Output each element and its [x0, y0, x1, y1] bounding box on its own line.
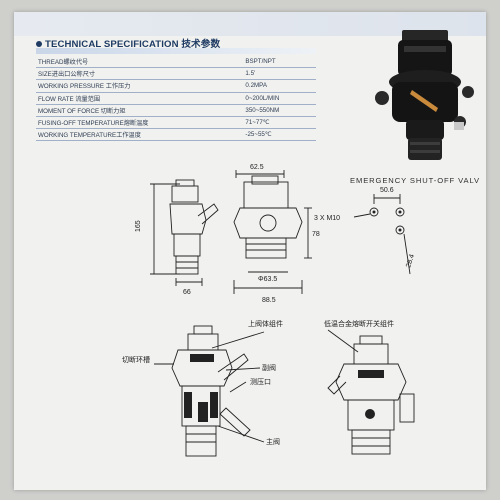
side-height-label: 165 [135, 220, 142, 232]
spec-heading-band [36, 48, 316, 54]
spec-label: FLOW RATE 流量范围 [36, 92, 234, 105]
spec-value: 71~77℃ [233, 116, 316, 130]
callout-cut-ring: 切断环槽 [122, 355, 150, 364]
spec-value: 350~550NM [233, 104, 316, 117]
spec-heading-text: TECHNICAL SPECIFICATION 技术参数 [45, 39, 221, 50]
front-width-label: 88.5 [262, 297, 276, 304]
valve-photo [375, 30, 474, 160]
spec-value: 0.2MPA [233, 79, 316, 93]
side-view-drawing: 165 66 [135, 179, 219, 296]
side-width-label: 66 [183, 289, 191, 296]
spec-value: 0~200L/MIN [233, 92, 316, 105]
valve-photo-body [375, 30, 474, 160]
bolt-pattern-drawing: 3 X M10 50.6 28.4 [314, 187, 416, 275]
callout-fuse-switch: 低温合金熔断开关组件 [324, 319, 394, 328]
photo-caption: EMERGENCY SHUT-OFF VALV [350, 176, 480, 185]
front-view-drawing: 62.5 78 Φ63.5 88.5 [233, 164, 320, 304]
section-view-drawing: 上阀体组件 切断环槽 副阀 测压口 主阀 [122, 319, 283, 457]
front-top-label: 62.5 [250, 164, 264, 171]
callout-upper-valve: 上阀体组件 [248, 319, 283, 328]
spec-label: FUSING-OFF TEMPERATURE熔断温度 [36, 116, 234, 130]
bolt-count-label: 3 X M10 [314, 215, 340, 222]
callout-main-valve: 主阀 [266, 437, 280, 446]
spec-row: WORKING TEMPERATURE工作温度-25~55℃ [36, 128, 316, 142]
spec-label: WORKING TEMPERATURE工作温度 [36, 128, 234, 142]
callout-aux-valve: 副阀 [262, 363, 276, 372]
bullet-icon [36, 41, 42, 48]
bolt-width-label: 50.6 [380, 187, 394, 194]
spec-value: BSPT/NPT [233, 56, 316, 69]
spec-label: WORKING PRESSURE 工作压力 [36, 79, 234, 93]
callout-test-port: 测压口 [250, 378, 271, 386]
spec-value: 1.5' [233, 67, 316, 81]
spec-label: SIZE进出口公称尺寸 [36, 67, 234, 81]
front-height-label: 78 [312, 231, 320, 238]
front-dia-label: Φ63.5 [258, 276, 277, 283]
bolt-height-label: 28.4 [405, 253, 416, 268]
spec-value: -25~55℃ [233, 128, 316, 142]
spec-label: THREAD螺纹代号 [36, 56, 234, 69]
fuse-switch-drawing: 低温合金熔断开关组件 [324, 319, 415, 455]
spec-label: MOMENT OF FORCE 切断力矩 [36, 104, 234, 117]
spec-heading: TECHNICAL SPECIFICATION 技术参数 [36, 36, 220, 50]
